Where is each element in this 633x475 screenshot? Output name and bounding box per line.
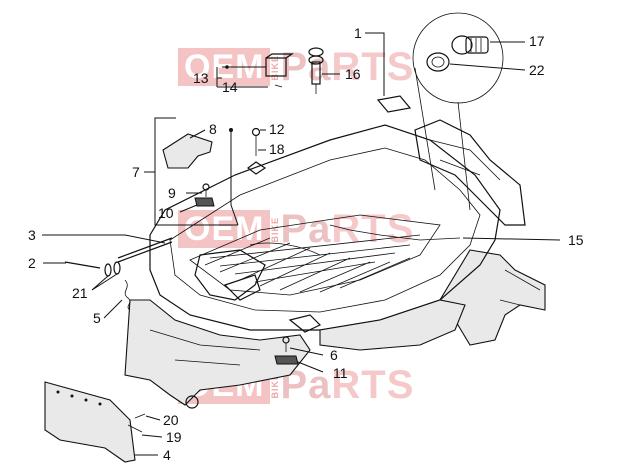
callout-11: 11: [333, 365, 348, 381]
part-10-bracket: [179, 197, 215, 213]
part-22-cap: [426, 52, 526, 72]
part-2-pin: [43, 261, 101, 269]
callout-19: 19: [166, 429, 182, 445]
callout-20: 20: [163, 412, 179, 428]
part-5-spring-clip: [103, 279, 131, 319]
part-12-screw: [251, 127, 266, 156]
watermark-box-text: Pa: [280, 45, 332, 89]
part-6-bolt: [282, 336, 324, 356]
callout-7: 7: [132, 164, 140, 180]
part-1-pad: [365, 32, 412, 113]
zoom-guide-lines: [414, 67, 471, 211]
callout-2: 2: [28, 255, 36, 271]
callout-16: 16: [345, 66, 361, 82]
part-15-leader: [462, 237, 561, 241]
part-11-bracket: [274, 355, 324, 373]
callout-18: 18: [269, 141, 285, 157]
part-8-cover: [162, 129, 213, 169]
part-16-bulb-socket: [308, 47, 340, 94]
callout-15: 15: [568, 232, 584, 248]
compartment-floor-mesh: [189, 214, 441, 296]
parts-13-14-group: [216, 53, 294, 88]
callout-1: 1: [354, 25, 362, 41]
callout-4: 4: [163, 447, 171, 463]
callout-22: 22: [529, 62, 545, 78]
callout-12: 12: [269, 121, 285, 137]
callout-10: 10: [158, 205, 174, 221]
callout-13: 13: [193, 70, 209, 86]
callout-9: 9: [168, 185, 176, 201]
part-9-bolt: [186, 183, 210, 197]
part-17-socket: [451, 35, 525, 55]
callout-5: 5: [93, 310, 101, 326]
callout-labels: 1 2 3 4 5 6 7 8 9 10 11 12 13 14 15 16 1…: [28, 25, 584, 463]
detail-zoom-circle: [412, 12, 504, 104]
callout-6: 6: [330, 347, 338, 363]
callout-21: 21: [72, 285, 88, 301]
callout-14: 14: [222, 79, 238, 95]
watermark-tail-text: RTS: [331, 363, 415, 407]
part-4-panel: [44, 381, 158, 463]
part-18-nut: [247, 149, 267, 175]
callout-17: 17: [529, 33, 545, 49]
helmet-compartment: [124, 119, 546, 409]
part-20-screw: [134, 413, 161, 421]
part-21-washers: [91, 261, 121, 291]
watermark-left-text: OEM: [178, 210, 271, 248]
watermark-tail-text: RTS: [331, 45, 415, 89]
callout-3: 3: [28, 227, 36, 243]
part-3-rod: [42, 234, 173, 263]
callout-8: 8: [209, 121, 217, 137]
group-7-bracket: [144, 117, 239, 226]
part-19-screw: [127, 424, 163, 438]
